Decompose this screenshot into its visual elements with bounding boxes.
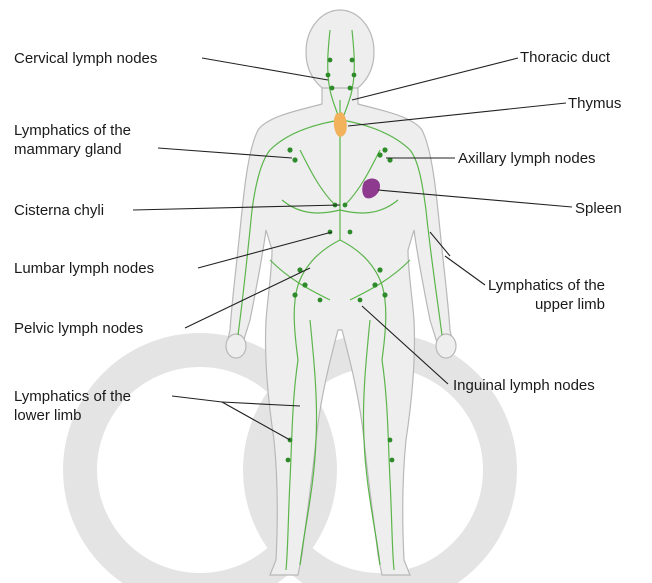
label-lumbar-lymph-nodes: Lumbar lymph nodes xyxy=(14,259,154,278)
label-axillary-lymph-nodes: Axillary lymph nodes xyxy=(458,149,596,168)
label-cisterna-chyli: Cisterna chyli xyxy=(14,201,104,220)
label-thoracic-duct: Thoracic duct xyxy=(520,48,610,67)
label-cervical-lymph-nodes: Cervical lymph nodes xyxy=(14,49,157,68)
label-inguinal-lymph-nodes: Inguinal lymph nodes xyxy=(453,376,595,395)
label-lymphatics-mammary-gland: Lymphatics of the mammary gland xyxy=(14,121,131,159)
label-spleen: Spleen xyxy=(575,199,622,218)
label-lymphatics-lower-limb: Lymphatics of the lower limb xyxy=(14,387,131,425)
label-thymus: Thymus xyxy=(568,94,621,113)
label-pelvic-lymph-nodes: Pelvic lymph nodes xyxy=(14,319,143,338)
label-lymphatics-upper-limb: Lymphatics of the upper limb xyxy=(488,276,605,314)
